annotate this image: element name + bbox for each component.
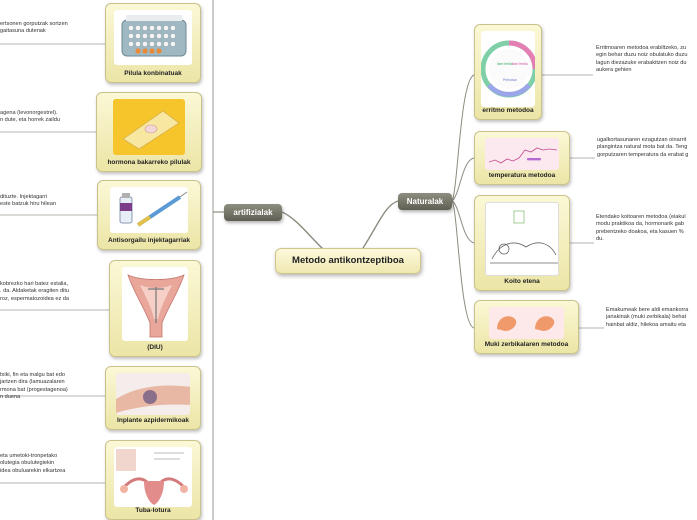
note-diu: kobrezko hari batez estalia, . da. Aldak… <box>0 281 104 303</box>
tubal-ligation-image <box>114 447 192 507</box>
cycle-wheel-icon: Ikeri fertila Ikeri fertila Periodoa <box>481 40 535 98</box>
note-line: aukera gehien <box>596 66 632 73</box>
note-line: ugalkortasunaren ezagutzan oinarrit <box>597 137 687 143</box>
node-caption: Inplante azpidermikoak <box>117 417 189 424</box>
central-topic[interactable]: Metodo antikontzeptiboa <box>275 248 421 274</box>
note-line: este batzuk hiru hilean <box>0 201 56 208</box>
injection-image <box>110 187 188 233</box>
note-temperatura: ugalkortasunaren ezagutzan oinarrit plan… <box>597 137 697 159</box>
node-inplante[interactable]: Inplante azpidermikoak <box>105 366 201 430</box>
note-line: olutegia obulutegiekin <box>0 460 55 467</box>
node-caption: erritmo metodoa <box>482 107 534 114</box>
node-caption: Pilula konbinatuak <box>124 70 182 77</box>
node-caption: hormona bakarreko pilulak <box>107 159 191 166</box>
note-pilula-konbinatuak: ertsonen gorputzak sortzen gaitasuna dut… <box>0 21 100 36</box>
node-tuba-lotura[interactable]: Tuba-lotura <box>105 440 201 520</box>
link-right-4 <box>451 200 475 329</box>
pill-envelope-icon <box>122 110 180 150</box>
wheel-label-fertile-1: Ikeri fertila <box>497 62 513 66</box>
node-caption: Muki zerbikalaren metodoa <box>484 341 569 348</box>
node-erritmo-metodoa[interactable]: Ikeri fertila Ikeri fertila Periodoa err… <box>474 24 542 120</box>
note-line: gorputzaren temperatura da erabat g <box>597 151 689 158</box>
syringe-icon <box>119 191 188 227</box>
note-line: ertsonen gorputzak sortzen <box>0 21 68 27</box>
branch-artifizialak-label: artifizialak <box>233 208 273 217</box>
node-caption: Antisorgailu injektagarriak <box>108 237 190 244</box>
node-pilula-konbinatuak[interactable]: Pilula konbinatuak <box>105 3 201 83</box>
wheel-label-fertile-2: Ikeri fertila <box>512 62 528 66</box>
temperature-chart-image <box>485 138 559 170</box>
node-muki-zerbikala[interactable]: Muki zerbikalaren metodoa <box>474 300 579 354</box>
note-inplante: txiki, fin eta malgu bat edo jartzen dir… <box>0 372 100 401</box>
note-line: modu praktikoa da, hormonarik gab <box>596 221 684 228</box>
note-hormona-bakarreko: agena (levonorgestrel). n dute, eta horr… <box>0 110 92 125</box>
wheel-label-period: Periodoa <box>503 78 517 82</box>
node-koito-etena[interactable]: Koito etena <box>474 195 570 291</box>
note-line: prebentzeko doakoa, eta kasuen % <box>596 228 684 235</box>
note-antisorgailu: dituzte. Injektagarri este batzuk hiru h… <box>0 194 92 209</box>
note-line: Erritmoaren metodoa erabiltzeko, zu <box>596 45 687 51</box>
branch-naturalak[interactable]: Naturalak <box>398 193 452 210</box>
iud-image <box>122 267 188 341</box>
note-koito-etena: Etendako koitoaren metodoa (eiakul modu … <box>596 214 697 243</box>
arm-implant-icon <box>116 385 190 413</box>
note-muki-zerbikala: Emakumeak bere aldi emankorra jariakinak… <box>606 307 697 329</box>
couple-sketch-icon <box>490 210 558 264</box>
node-diu[interactable]: (DIU) <box>109 260 201 357</box>
single-pill-image <box>113 99 185 155</box>
temperature-curve-icon <box>488 147 558 164</box>
note-line: du. <box>596 235 604 242</box>
implant-image <box>116 373 190 415</box>
node-antisorgailu[interactable]: Antisorgailu injektagarriak <box>97 180 201 250</box>
note-line: Emakumeak bere aldi emankorra <box>606 307 689 313</box>
link-central-right <box>362 200 399 249</box>
uterus-iud-icon <box>127 274 185 338</box>
note-line: n dute, eta horrek zaildu <box>0 117 61 124</box>
branch-naturalak-label: Naturalak <box>406 197 444 206</box>
node-temperatura-metodoa[interactable]: temperatura metodoa <box>474 131 570 185</box>
note-line: gaitasuna dutenak <box>0 28 46 35</box>
note-line: dituzte. Injektagarri <box>0 194 48 200</box>
pill-pack-icon <box>121 15 187 57</box>
node-caption: Koito etena <box>504 278 540 285</box>
note-line: roz, espermatozoidea ez da <box>0 295 70 302</box>
note-line: agena (levonorgestrel). <box>0 110 58 116</box>
note-line: eta umetoki-tronpetako <box>0 453 58 459</box>
note-line: Etendako koitoaren metodoa (eiakul <box>596 214 686 220</box>
note-line: rmona bat (progestagenoa) <box>0 386 68 393</box>
note-line: jartzen dira (lamuazalaren <box>0 379 65 386</box>
node-hormona-bakarreko[interactable]: hormona bakarreko pilulak <box>96 92 202 172</box>
note-line: . da. Aldaketak eragiten ditu <box>0 288 70 295</box>
pill-pack-image <box>114 10 192 65</box>
note-line: n duena <box>0 393 21 400</box>
note-line: hainbat aldiz, hilekoa amaitu eta <box>606 321 686 328</box>
uterus-tubes-icon <box>116 449 188 505</box>
link-right-2 <box>451 157 475 202</box>
link-right-3 <box>451 200 475 244</box>
note-line: txiki, fin eta malgu bat edo <box>0 372 65 378</box>
note-line: jariakinak (muki zerbikala) behat <box>606 314 687 321</box>
fingers-mucus-icon <box>497 316 555 331</box>
cervical-mucus-image <box>489 307 564 339</box>
note-line: idea obuluarekin elkartzea <box>0 467 66 474</box>
note-line: kobrezko hari batez estalia, <box>0 281 69 287</box>
note-line: lagun diezazuke erabakitzen noiz du <box>596 59 687 66</box>
node-caption: Tuba-lotura <box>135 507 171 514</box>
note-erritmo: Erritmoaren metodoa erabiltzeko, zu egin… <box>596 45 697 74</box>
branch-artifizialak[interactable]: artifizialak <box>224 204 282 221</box>
link-right-1 <box>451 74 475 202</box>
rhythm-wheel-image: Ikeri fertila Ikeri fertila Periodoa <box>481 31 535 107</box>
node-caption: temperatura metodoa <box>488 172 556 179</box>
central-topic-label: Metodo antikontzeptiboa <box>292 255 404 266</box>
note-line: plangintza natural mota bat da. Teng <box>597 144 688 151</box>
note-line: egin behar duzu noiz obulatuko duzu <box>596 52 688 59</box>
withdrawal-image <box>485 202 559 276</box>
node-caption: (DIU) <box>147 344 163 351</box>
note-tuba-lotura: eta umetoki-tronpetako olutegia obuluteg… <box>0 453 100 475</box>
